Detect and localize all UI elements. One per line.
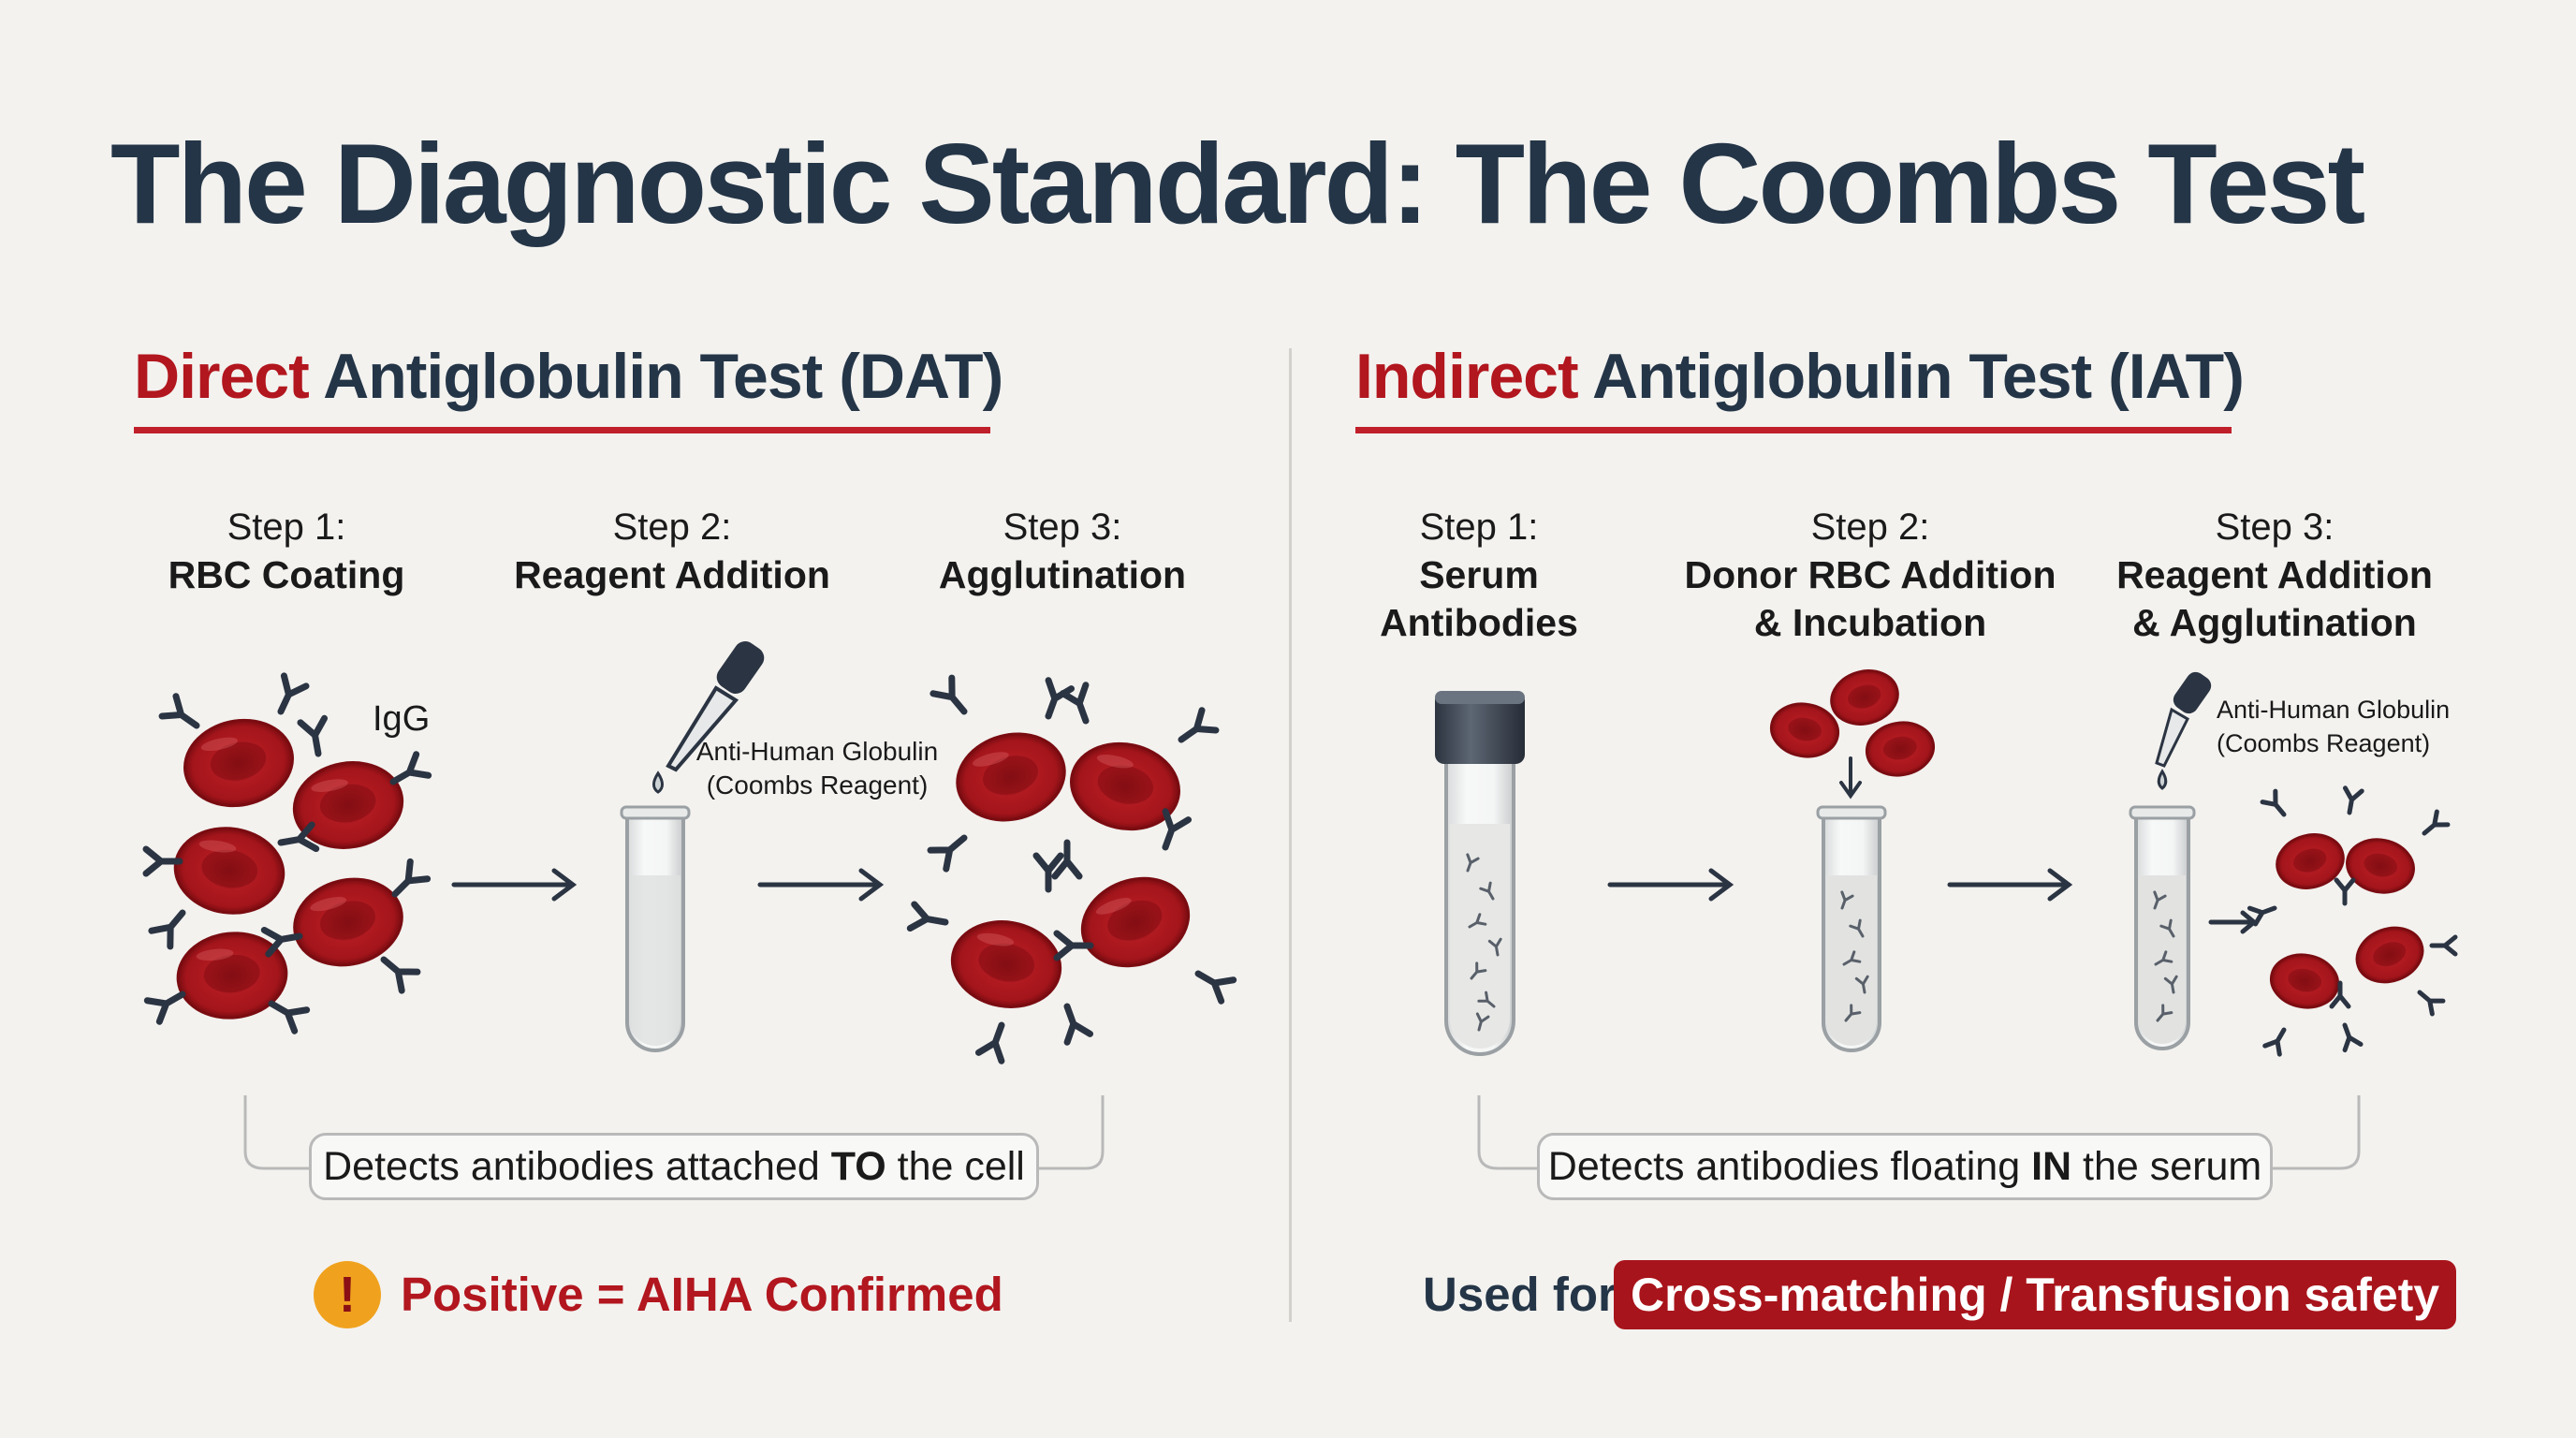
dat-step-3: Step 3: Agglutination — [866, 504, 1259, 599]
iat-used-for-label: Used for — [1423, 1268, 1617, 1321]
iat-step-3-name-line2: & Agglutination — [2132, 601, 2417, 644]
iat-step-1-number: Step 1: — [1419, 506, 1539, 548]
iat-step-1: Step 1: Serum Antibodies — [1282, 504, 1676, 647]
dat-step-1-name: RBC Coating — [168, 553, 405, 596]
iat-summary-box: Detects antibodies floating IN the serum — [1537, 1133, 2273, 1200]
dat-step-2: Step 2: Reagent Addition — [476, 504, 869, 599]
iat-reagent-line1: Anti-Human Globulin — [2217, 696, 2451, 724]
warning-icon: ! — [314, 1261, 381, 1328]
iat-summary-post: the serum — [2071, 1144, 2262, 1189]
dat-reagent-line2: (Coombs Reagent) — [706, 770, 929, 800]
dat-summary-bold: TO — [830, 1144, 886, 1189]
iat-heading: Indirect Antiglobulin Test (IAT) — [1355, 345, 2245, 408]
igg-label: IgG — [373, 699, 430, 739]
iat-test-tube-icon — [1816, 805, 1887, 1052]
dat-test-tube-icon — [620, 805, 691, 1052]
iat-underline — [1355, 427, 2232, 433]
dat-summary-post: the cell — [886, 1144, 1025, 1189]
iat-arrows — [1607, 868, 2258, 934]
iat-step-3: Step 3: Reagent Addition & Agglutination — [2078, 504, 2471, 647]
iat-reagent-label: Anti-Human Globulin (Coombs Reagent) — [2217, 693, 2469, 760]
dat-step-1-number: Step 1: — [227, 506, 346, 548]
iat-summary-bold: IN — [2031, 1144, 2072, 1189]
iat-reagent-line2: (Coombs Reagent) — [2217, 729, 2431, 757]
dat-keyword: Direct — [134, 341, 310, 412]
iat-bracket — [1477, 1095, 2361, 1170]
iat-dropper-icon — [2155, 671, 2212, 790]
dat-heading-rest: Antiglobulin Test (DAT) — [308, 341, 1003, 412]
iat-reagent-tube-icon — [2129, 805, 2196, 1050]
dat-arrows — [451, 868, 885, 902]
iat-serum-tube-icon — [1435, 691, 1525, 1056]
iat-step-1-name-line2: Antibodies — [1380, 601, 1578, 644]
iat-summary-pre: Detects antibodies floating — [1547, 1144, 2032, 1189]
dat-underline — [134, 427, 990, 433]
iat-step-2-name: Donor RBC Addition — [1684, 553, 2056, 596]
dat-step-3-name: Agglutination — [938, 553, 1187, 596]
dat-step-3-number: Step 3: — [1003, 506, 1122, 548]
dat-dropper-icon — [652, 641, 765, 794]
iat-donor-rbc-icon — [1765, 662, 1939, 800]
iat-step-2-name-line2: & Incubation — [1753, 601, 1987, 644]
dat-step-2-name: Reagent Addition — [514, 553, 830, 596]
dat-summary-pre: Detects antibodies attached — [323, 1144, 831, 1189]
iat-step-2: Step 2: Donor RBC Addition & Incubation — [1674, 504, 2067, 647]
dat-bracket — [243, 1095, 1105, 1170]
dat-reagent-line1: Anti-Human Globulin — [695, 737, 939, 766]
dat-step-1: Step 1: RBC Coating — [90, 504, 483, 599]
iat-step-1-name: Serum — [1419, 553, 1539, 596]
iat-step-3-number: Step 3: — [2215, 506, 2334, 548]
dat-result: Positive = AIHA Confirmed — [401, 1268, 1003, 1321]
iat-heading-rest: Antiglobulin Test (IAT) — [1577, 341, 2245, 412]
iat-step-2-number: Step 2: — [1810, 506, 1930, 548]
section-divider — [1289, 348, 1292, 1322]
dat-summary-box: Detects antibodies attached TO the cell — [309, 1133, 1039, 1200]
dat-step-2-number: Step 2: — [612, 506, 732, 548]
dat-agglutination-cluster — [910, 678, 1233, 1061]
iat-use-case-badge: Cross-matching / Transfusion safety — [1614, 1260, 2457, 1329]
iat-agglutination-cluster — [2249, 788, 2455, 1054]
dat-reagent-label: Anti-Human Globulin (Coombs Reagent) — [691, 735, 944, 802]
dat-heading: Direct Antiglobulin Test (DAT) — [134, 345, 1003, 408]
iat-step-3-name: Reagent Addition — [2116, 553, 2433, 596]
page-title: The Diagnostic Standard: The Coombs Test — [110, 120, 2365, 247]
iat-keyword: Indirect — [1355, 341, 1579, 412]
